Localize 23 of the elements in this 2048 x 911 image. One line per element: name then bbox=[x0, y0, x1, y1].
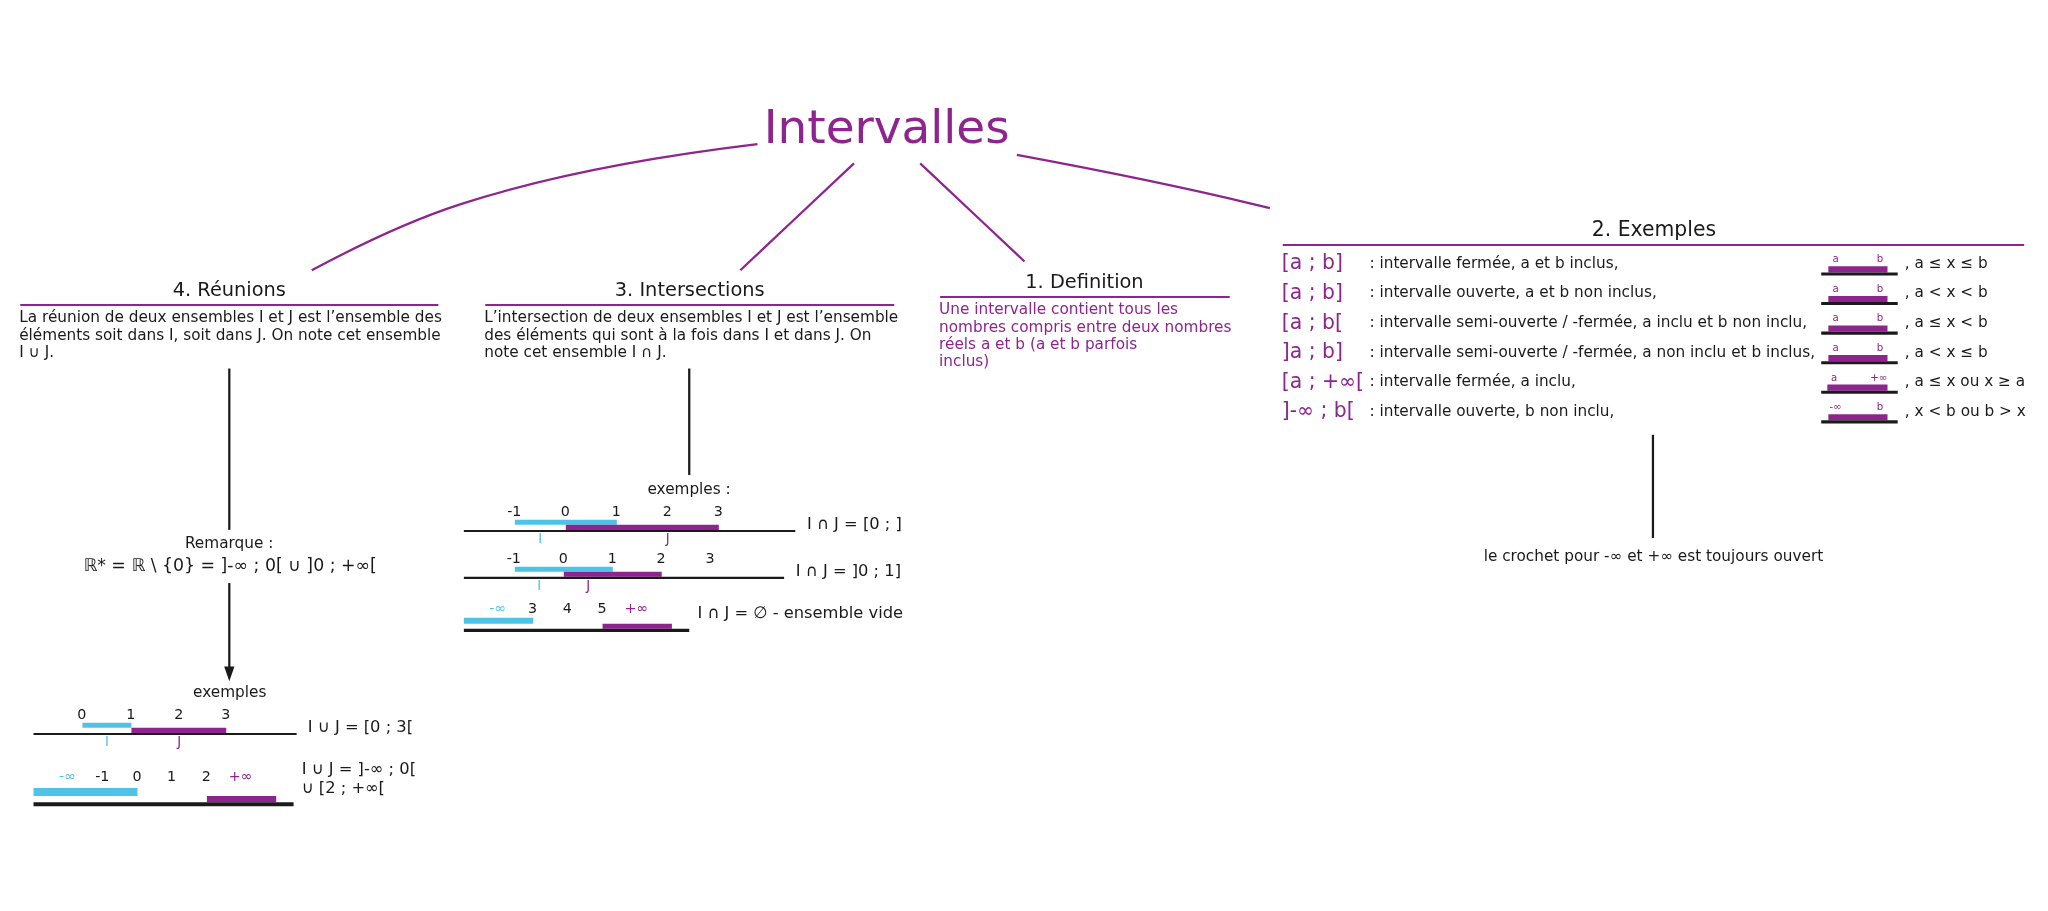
node-text: Remarque : ℝ* = ℝ \ {0} = ]-∞ ; 0[ ∪ ]0 ; +∞[ bbox=[82, 534, 377, 576]
node-label: exemples bbox=[192, 683, 266, 702]
node-label: I ∩ J = ∅ - ensemble vide bbox=[696, 603, 903, 623]
node-label: 0 bbox=[76, 705, 86, 722]
node-label: 2 bbox=[662, 502, 672, 519]
node-text: 3. Intersections L’intersection de deux ensembles I et J est l’ensemble des éléments qui sont à la fois dans I et dans J. On note cet ensemble I ∩ J. bbox=[483, 278, 898, 362]
node-label: 2. Exemples bbox=[1591, 216, 1716, 241]
node-label: 1 bbox=[125, 705, 135, 722]
node-text: 4. Réunions La réunion de deux ensembles I et J est l’ensemble des éléments soit dans I, soit dans J. On note cet ensemble I ∪ J. bbox=[18, 278, 442, 362]
node-label: 3 bbox=[713, 502, 723, 519]
node-text: 1. Definition Une intervalle contient tous les nombres compris entre deux nombres réels a et b (a et b parfois inclus) bbox=[938, 269, 1231, 371]
node-label: 1 bbox=[611, 502, 621, 519]
node-text: Intervalles bbox=[763, 99, 1010, 155]
node-label: I ∩ J = ]0 ; 1] bbox=[795, 560, 901, 580]
node-label: I ∪ J = [0 ; 3[ bbox=[307, 716, 413, 736]
node-label: I ∩ J = [0 ; ] bbox=[806, 513, 902, 533]
node-label: 0 bbox=[560, 502, 570, 519]
node-label: 3 bbox=[220, 705, 230, 722]
node-text: le crochet pour -∞ et +∞ est toujours ouvert bbox=[1483, 546, 1823, 565]
node-label: exemples : bbox=[646, 480, 731, 499]
node-label: I ∪ J = ]-∞ ; 0[ ∪ [2 ; +∞[ bbox=[301, 759, 416, 797]
node-label: 2 bbox=[173, 705, 183, 722]
node-label: -1 bbox=[506, 502, 521, 519]
